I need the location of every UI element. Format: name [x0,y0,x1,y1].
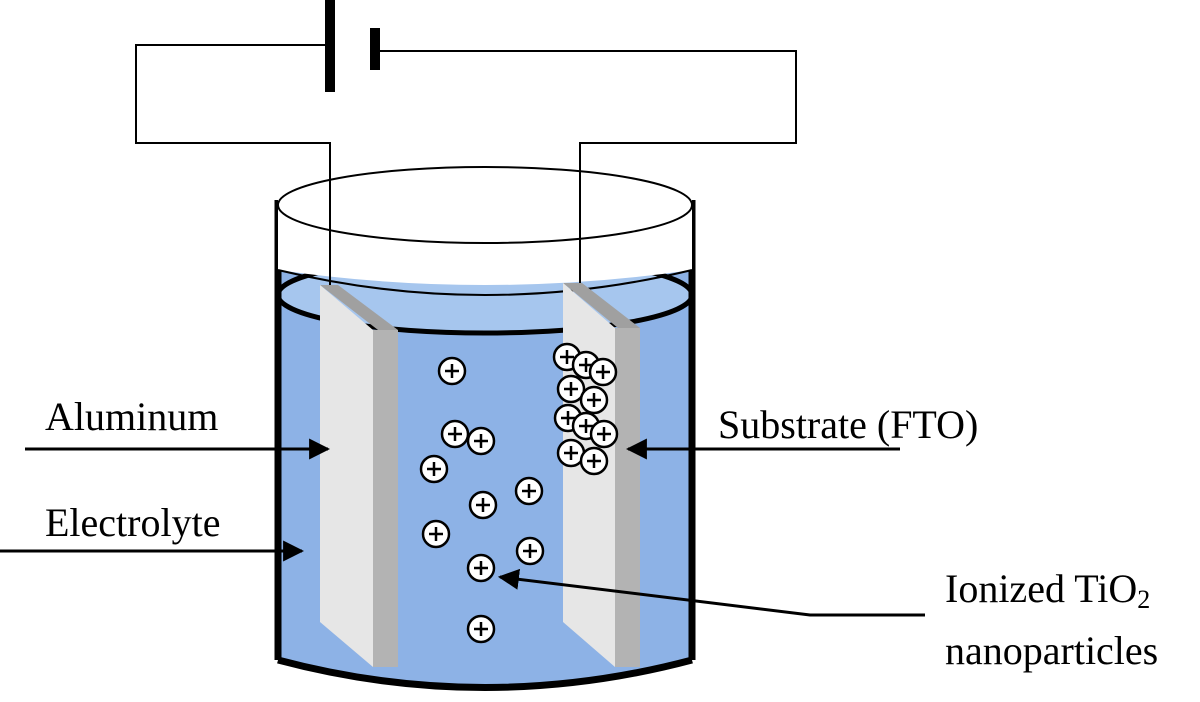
label-substrate: Substrate (FTO) [718,402,979,447]
arrow-ionized-tio2 [497,568,925,617]
aluminum-electrode-top [320,285,398,330]
wire-left [135,44,331,285]
beaker-rim-fill [278,175,692,285]
wire-right [378,50,797,285]
tio2-particle [588,357,618,387]
fto-electrode-top [563,283,640,328]
fto-electrode-side [615,328,640,667]
label-ionized-subscript: 2 [1137,585,1151,614]
fto-electrode [563,283,640,667]
label-aluminum: Aluminum [45,394,219,439]
battery-short-plate [370,28,380,70]
tio2-particle [440,419,470,449]
label-ionized-tio2: Ionized TiO2 [945,569,1150,613]
tio2-particle [579,446,609,476]
tio2-particle [589,419,619,449]
label-ionized-prefix: Ionized TiO [945,566,1138,611]
particles-group [419,342,619,644]
label-electrolyte: Electrolyte [45,500,221,545]
beaker-rim-lower-edge [277,269,693,296]
tio2-particle [556,374,586,404]
tio2-particle [419,454,449,484]
tio2-particle [579,385,609,415]
circuit [135,0,797,285]
tio2-particle [466,426,496,456]
tio2-particle [421,519,451,549]
battery-long-plate [325,0,335,92]
aluminum-electrode-face [320,285,373,667]
beaker-rim [277,166,693,244]
tio2-particle [466,614,496,644]
tio2-particle [514,476,544,506]
label-nanoparticles: nanoparticles [945,628,1159,673]
aluminum-electrode-side [373,330,398,667]
tio2-particle [515,536,545,566]
tio2-particle [468,490,498,520]
aluminum-electrode [320,285,398,667]
tio2-particle [466,553,496,583]
tio2-particle [437,356,467,386]
beaker-bottom [277,656,693,691]
pointer-arrows [0,438,925,617]
fto-electrode-face [563,283,615,667]
